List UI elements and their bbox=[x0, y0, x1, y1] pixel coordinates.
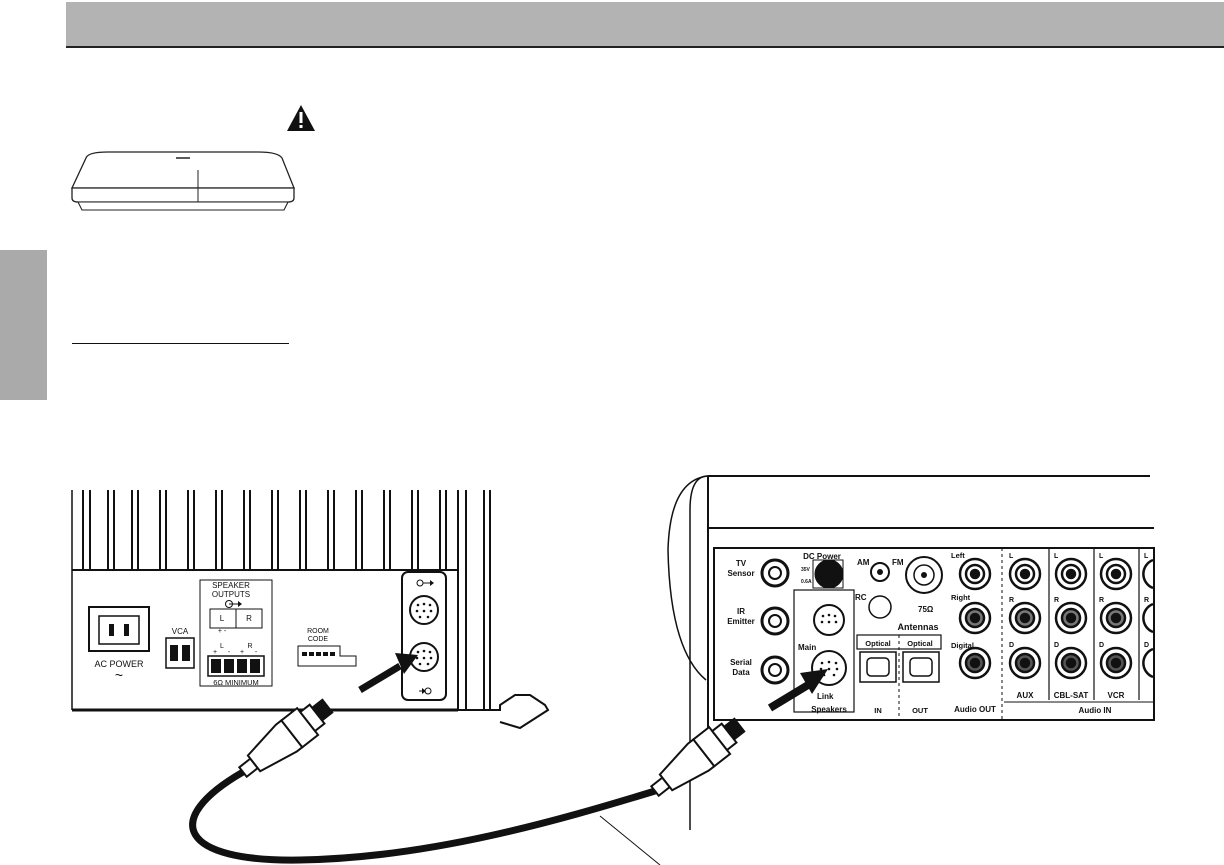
cbl-sat-label: CBL-SAT bbox=[1054, 691, 1089, 700]
speakers-label: Speakers bbox=[811, 705, 847, 714]
optical-in-label: Optical bbox=[865, 639, 890, 648]
amplifier-unit: AC POWER ~ VCA SPEAKER OUTPUTS L R + - L… bbox=[71, 490, 550, 730]
plus-l: + bbox=[213, 649, 217, 656]
link-cable bbox=[189, 653, 828, 865]
side-tab bbox=[0, 250, 47, 400]
audio-in-label: Audio IN bbox=[1079, 706, 1112, 715]
insert-arrow-icon bbox=[358, 653, 418, 694]
heat-sink-fins bbox=[82, 490, 491, 710]
vca-switch bbox=[165, 637, 195, 669]
aux-d: D bbox=[1009, 642, 1014, 649]
main-label: Main bbox=[798, 643, 816, 652]
ac-power-label: AC POWER bbox=[94, 659, 144, 669]
dc-spec-2: 0.6A bbox=[801, 579, 812, 585]
optical-out-label: Optical bbox=[907, 639, 932, 648]
header-bar bbox=[66, 2, 1224, 48]
cbl-l: L bbox=[1054, 553, 1059, 560]
left-label: Left bbox=[951, 551, 965, 560]
room-code-label: ROOM bbox=[307, 628, 329, 635]
extra-r: R bbox=[1144, 597, 1149, 604]
insert-arrow-icon-2 bbox=[767, 669, 828, 712]
connection-diagram: AC POWER ~ VCA SPEAKER OUTPUTS L R + - L… bbox=[71, 475, 1155, 865]
digital-label: Digital bbox=[951, 641, 974, 650]
terminal-left: L bbox=[220, 643, 224, 650]
rc-label: RC bbox=[855, 593, 867, 602]
am-label: AM bbox=[857, 558, 870, 567]
aux-l: L bbox=[1009, 553, 1014, 560]
speaker-outputs-label-2: OUTPUTS bbox=[212, 590, 250, 599]
right-label: Right bbox=[951, 593, 971, 602]
left-channel-label: L bbox=[220, 614, 225, 623]
console-unit-icon bbox=[70, 151, 295, 211]
aux-r: R bbox=[1009, 597, 1014, 604]
output-arrow-icon bbox=[225, 600, 242, 608]
minimum-label: 6Ω MINIMUM bbox=[213, 678, 259, 687]
room-code-switch bbox=[297, 645, 357, 667]
section-rule bbox=[72, 343, 289, 344]
vcr-r: R bbox=[1099, 597, 1104, 604]
ohms-label: 75Ω bbox=[918, 605, 934, 614]
optical-out-short: OUT bbox=[912, 706, 928, 715]
terminal-right: R bbox=[247, 643, 252, 650]
right-channel-label: R bbox=[246, 614, 252, 623]
dc-spec-1: 35V bbox=[801, 567, 811, 573]
minus-r: - bbox=[255, 649, 258, 656]
serial-data-label-2: Data bbox=[732, 668, 750, 677]
ir-emitter-label-2: Emitter bbox=[727, 617, 755, 626]
left-polarity: + - bbox=[218, 628, 227, 635]
ac-symbol: ~ bbox=[115, 667, 123, 683]
mini-jacks bbox=[760, 558, 790, 685]
speaker-outputs-label: SPEAKER bbox=[212, 581, 250, 590]
antennas-label: Antennas bbox=[897, 622, 938, 632]
tv-sensor-label-2: Sensor bbox=[727, 569, 754, 578]
audio-out-label: Audio OUT bbox=[954, 705, 996, 714]
console-unit: TV Sensor IR Emitter Serial Data DC Powe… bbox=[667, 475, 1155, 830]
cbl-r: R bbox=[1054, 597, 1059, 604]
ir-emitter-label: IR bbox=[737, 607, 745, 616]
tv-sensor-label: TV bbox=[736, 559, 747, 568]
extra-d: D bbox=[1144, 642, 1149, 649]
aux-label: AUX bbox=[1017, 691, 1035, 700]
room-code-label-2: CODE bbox=[308, 636, 329, 643]
dc-power-label: DC Power bbox=[803, 552, 841, 561]
ac-power-inlet bbox=[88, 606, 150, 652]
rca-jacks bbox=[958, 557, 1154, 680]
link-label: Link bbox=[817, 692, 834, 701]
vcr-label: VCR bbox=[1108, 691, 1125, 700]
vcr-l: L bbox=[1099, 553, 1104, 560]
vcr-d: D bbox=[1099, 642, 1104, 649]
optical-ports bbox=[859, 651, 940, 683]
serial-data-label: Serial bbox=[730, 658, 752, 667]
plus-r: + bbox=[240, 649, 244, 656]
vca-label: VCA bbox=[172, 627, 189, 636]
speaker-terminals bbox=[207, 655, 265, 677]
warning-triangle-icon bbox=[287, 105, 315, 131]
extra-l: L bbox=[1144, 553, 1149, 560]
optical-in-short: IN bbox=[874, 706, 882, 715]
minus-l: - bbox=[228, 649, 231, 656]
fm-label: FM bbox=[892, 558, 904, 567]
cbl-d: D bbox=[1054, 642, 1059, 649]
amp-input-panel bbox=[401, 571, 447, 701]
